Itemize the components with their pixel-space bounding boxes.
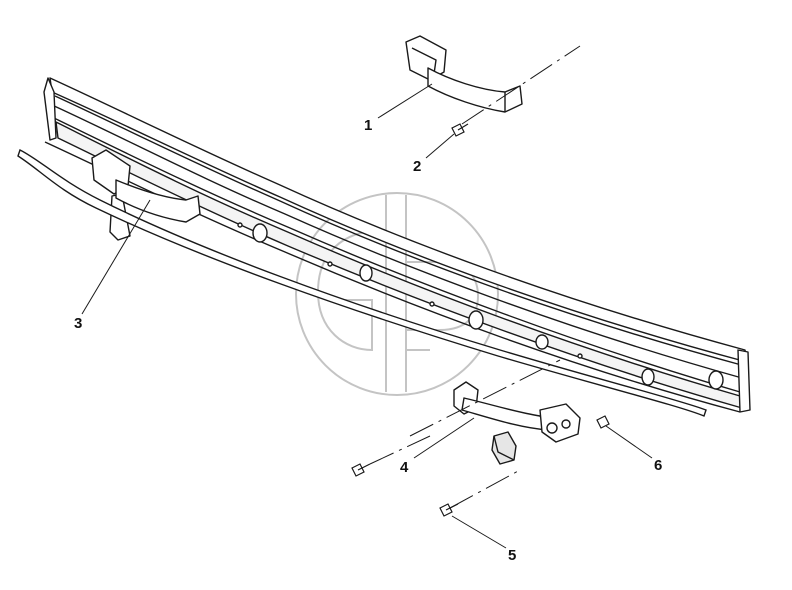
callout-3: 3 xyxy=(74,315,83,332)
grab-handle-upper xyxy=(405,35,523,113)
centreline-4b xyxy=(449,469,521,509)
centreline-1 xyxy=(461,45,581,125)
callout-6: 6 xyxy=(654,457,663,474)
weatherstrip xyxy=(17,149,707,417)
callout-4: 4 xyxy=(400,459,409,476)
callout-2: 2 xyxy=(413,158,422,175)
callout-1: 1 xyxy=(364,117,373,134)
cross-member-rail xyxy=(43,77,751,413)
centreline-4a xyxy=(409,359,561,437)
leader-lines xyxy=(81,83,653,549)
screw-left xyxy=(351,463,371,477)
screw-6 xyxy=(596,415,610,429)
callout-5: 5 xyxy=(508,547,517,564)
screw-2 xyxy=(451,123,469,137)
screw-5 xyxy=(439,503,459,517)
centreline-4c xyxy=(369,435,431,465)
grab-handle-rail xyxy=(91,149,201,223)
grab-handle-lower xyxy=(453,381,581,465)
